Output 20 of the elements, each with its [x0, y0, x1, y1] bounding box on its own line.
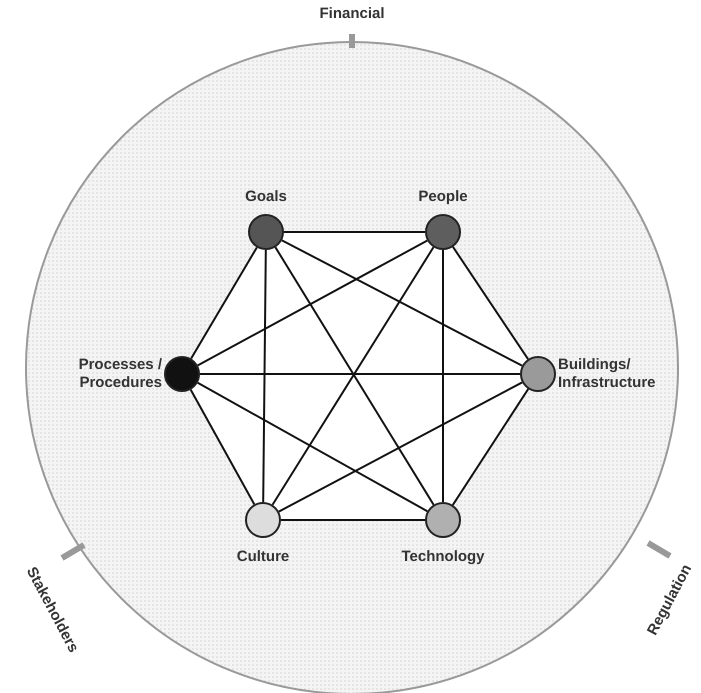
connector-line	[442, 250, 444, 502]
node-label: People	[418, 188, 468, 206]
connector-line	[452, 246, 529, 360]
node-label: Technology	[401, 548, 485, 566]
node-label: Goals	[245, 188, 287, 206]
connector-line	[284, 231, 425, 233]
connector-line	[197, 382, 428, 512]
connector-line	[197, 240, 428, 366]
connector-line	[281, 519, 425, 521]
node-label: Buildings/ Infrastructure	[558, 356, 657, 392]
axis-label: Financial	[319, 5, 385, 23]
node-label: Culture	[236, 548, 290, 566]
connector-line	[282, 239, 522, 367]
connector-line	[190, 246, 258, 360]
connector-line	[262, 250, 267, 502]
node-label: Processes / Procedures	[78, 356, 162, 392]
connector-line	[452, 388, 530, 506]
connector-line	[190, 389, 256, 505]
connector-line	[278, 382, 523, 512]
connector-line	[200, 373, 520, 375]
